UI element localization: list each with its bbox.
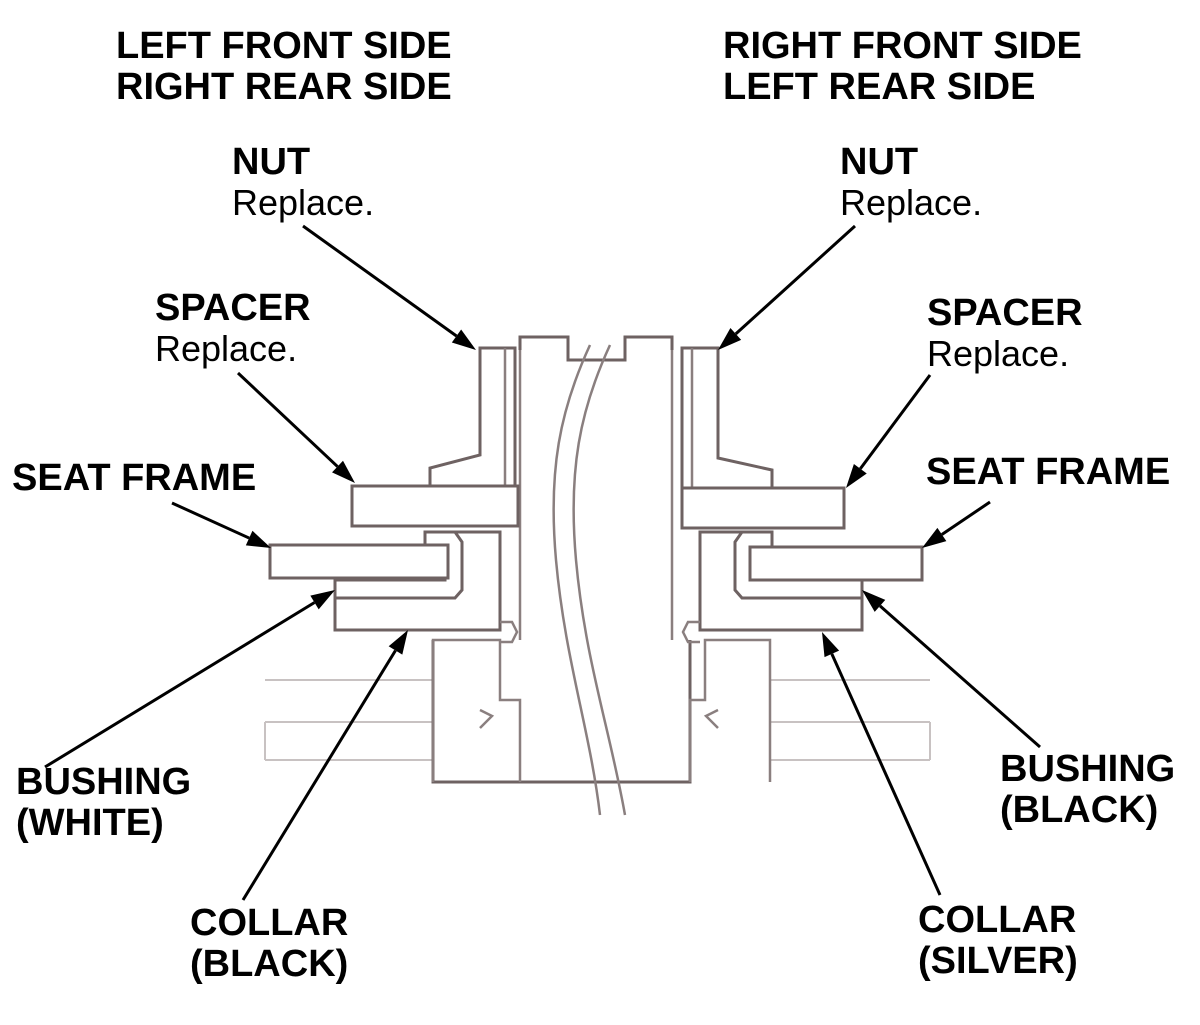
right-seat-frame-leader (922, 500, 991, 548)
background-bracket (264, 679, 931, 761)
arrowhead (922, 527, 947, 548)
right-collar-label: COLLAR (918, 899, 1077, 941)
left-nut-note: Replace. (232, 182, 375, 223)
left-spacer-label: SPACER (155, 287, 311, 329)
arrowhead (388, 630, 408, 655)
left-seat-frame-leader (171, 501, 271, 548)
arrowhead (451, 329, 476, 350)
arrowhead (846, 463, 867, 488)
arrowhead (310, 590, 335, 610)
left-assembly (268, 346, 520, 729)
left-nut-shape (428, 346, 517, 488)
right-nut-leader (718, 224, 857, 350)
arrowhead (718, 327, 742, 350)
right-bushing-color: (BLACK) (1000, 789, 1159, 831)
left-bushing-color: (WHITE) (16, 802, 164, 844)
cable (552, 344, 627, 816)
left-collar-label: COLLAR (190, 902, 349, 944)
left-bushing-label: BUSHING (16, 761, 192, 803)
right-bushing-leader (862, 590, 1041, 749)
left-bushing-leader (44, 590, 335, 769)
left-nut-label: NUT (232, 141, 311, 183)
arrowhead (862, 590, 886, 612)
left-spacer-leader (236, 371, 355, 483)
right-nut-label: NUT (840, 141, 919, 183)
center-stud (431, 335, 772, 784)
right-assembly (680, 346, 924, 729)
arrowhead (822, 632, 840, 658)
header-left-line-2: RIGHT REAR SIDE (116, 66, 452, 108)
arrowhead (245, 530, 271, 548)
left-collar-color: (BLACK) (190, 943, 349, 985)
header-left-line-1: LEFT FRONT SIDE (116, 25, 452, 67)
left-seat-frame-shape (268, 543, 450, 580)
left-seat-frame-label: SEAT FRAME (12, 457, 257, 499)
right-seat-frame-label: SEAT FRAME (926, 451, 1171, 493)
right-collar-leader (822, 632, 942, 896)
right-spacer-label: SPACER (927, 292, 1083, 334)
right-nut-shape (680, 346, 774, 490)
leader-lines (44, 224, 1041, 901)
header-right-line-2: LEFT REAR SIDE (723, 66, 1036, 108)
right-spacer-leader (846, 374, 932, 488)
left-spacer-shape (350, 484, 520, 528)
right-nut-note: Replace. (840, 182, 983, 223)
left-spacer-note: Replace. (155, 328, 298, 369)
arrowhead (332, 460, 355, 483)
header-right-line-1: RIGHT FRONT SIDE (723, 25, 1082, 67)
right-seat-frame-shape (748, 545, 924, 582)
right-spacer-note: Replace. (927, 333, 1070, 374)
left-collar-leader (241, 630, 408, 901)
right-collar-color: (SILVER) (918, 940, 1078, 982)
right-bushing-label: BUSHING (1000, 748, 1176, 790)
left-nut-leader (302, 224, 476, 350)
right-spacer-shape (680, 486, 846, 530)
